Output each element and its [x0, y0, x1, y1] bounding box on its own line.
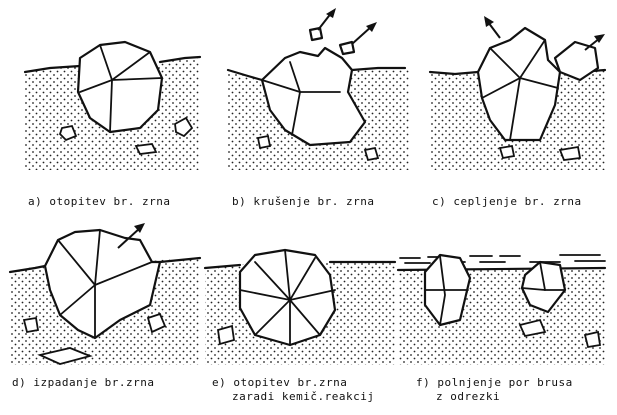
panel-b-caption: b) krušenje br. zrna [232, 195, 374, 208]
panel-e: e) otopitev br.zrna zaradi kemič.reakcij [205, 250, 400, 403]
panel-e-grain [240, 250, 335, 345]
panel-b-fragments [310, 8, 377, 54]
panel-d-caption: d) izpadanje br.zrna [12, 376, 154, 389]
panel-f: f) polnjenje por brusa z odrezki [398, 255, 608, 403]
panel-d: d) izpadanje br.zrna [10, 223, 200, 389]
panel-d-pore [24, 318, 38, 332]
panel-a-caption: a) otopitev br. zrna [28, 195, 170, 208]
panel-b-pore [258, 136, 270, 148]
panel-f-caption: f) polnjenje por brusa [416, 376, 573, 389]
panel-b-pore [365, 148, 378, 160]
panel-f-caption-line2: z odrezki [436, 390, 500, 403]
panel-f-chips [400, 255, 605, 263]
panel-c-caption: c) cepljenje br. zrna [432, 195, 582, 208]
panel-c: c) cepljenje br. zrna [430, 16, 608, 208]
panel-b: b) krušenje br. zrna [228, 8, 413, 208]
panel-a-grain [78, 42, 162, 132]
panel-a-pore [136, 144, 156, 154]
panel-e-pore [218, 326, 234, 344]
panel-e-caption: e) otopitev br.zrna [212, 376, 347, 389]
panel-c-pore [560, 147, 580, 160]
panel-c-pore [500, 146, 514, 158]
panel-a: a) otopitev br. zrna [25, 42, 205, 208]
panel-e-caption-line2: zaradi kemič.reakcij [232, 390, 374, 403]
panel-f-pore [585, 332, 600, 347]
